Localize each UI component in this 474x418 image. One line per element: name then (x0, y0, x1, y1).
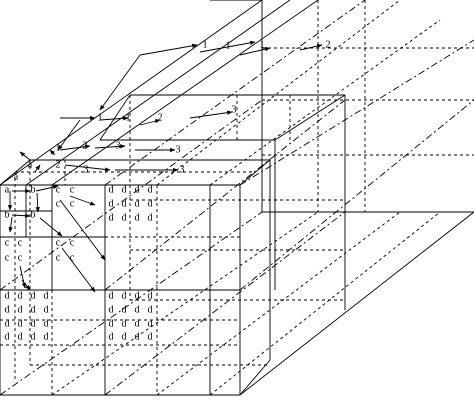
label-c: c (70, 185, 75, 196)
label-d: d (122, 332, 127, 343)
label-d: d (122, 319, 127, 330)
step-label-2: 2 (158, 113, 163, 124)
label-d: d (109, 319, 114, 330)
label-d: d (148, 332, 153, 343)
label-d: d (148, 305, 153, 316)
step-label-1: 1 (56, 143, 61, 154)
label-d: d (135, 199, 140, 210)
label-b: b (5, 210, 10, 221)
step-label-3: 3 (84, 165, 89, 176)
middle-block-hidden-grid (129, 95, 345, 301)
label-d: d (148, 199, 153, 210)
label-d: d (122, 185, 127, 196)
step-labels: 1 1 1 2 1 1 2 3 1 2 3 3 2 3 3 (56, 40, 331, 176)
label-d: d (31, 305, 36, 316)
label-d: d (31, 332, 36, 343)
label-d: d (135, 213, 140, 224)
label-d: d (18, 305, 23, 316)
label-d: d (109, 213, 114, 224)
back-block-hidden-grid (262, 0, 474, 212)
label-d: d (122, 291, 127, 302)
label-c: c (70, 238, 75, 249)
step-label-3: 3 (176, 145, 181, 156)
cell-labels: a a a b b b c c c c c c c c c c c c d d … (5, 160, 153, 343)
label-a: a (28, 160, 33, 171)
label-d: d (109, 185, 114, 196)
front-block (0, 159, 271, 396)
label-d: d (135, 185, 140, 196)
label-c: c (70, 199, 75, 210)
label-d: d (109, 305, 114, 316)
step-label-1: 1 (226, 41, 231, 52)
label-d: d (109, 291, 114, 302)
label-b: b (31, 185, 36, 196)
label-d: d (31, 291, 36, 302)
step-label-1: 1 (126, 113, 131, 124)
label-d: d (5, 305, 10, 316)
reference-arrows (7, 40, 323, 293)
label-d: d (109, 199, 114, 210)
label-d: d (148, 319, 153, 330)
label-d: d (122, 305, 127, 316)
label-d: d (18, 319, 23, 330)
label-c: c (70, 253, 75, 264)
step-label-2: 2 (326, 40, 331, 51)
label-d: d (44, 332, 49, 343)
label-b: b (31, 210, 36, 221)
label-d: d (135, 319, 140, 330)
perspective-lines (0, 0, 474, 396)
step-label-2: 2 (56, 160, 61, 171)
label-d: d (135, 332, 140, 343)
label-d: d (44, 319, 49, 330)
label-d: d (5, 319, 10, 330)
step-label-1: 1 (203, 40, 208, 51)
back-block (210, 0, 474, 213)
label-d: d (44, 305, 49, 316)
label-d: d (31, 319, 36, 330)
label-d: d (109, 332, 114, 343)
label-d: d (148, 185, 153, 196)
label-d: d (148, 213, 153, 224)
label-d: d (122, 213, 127, 224)
step-label-1: 1 (98, 113, 103, 124)
label-c: c (56, 238, 61, 249)
label-d: d (5, 332, 10, 343)
label-d: d (135, 305, 140, 316)
step-label-3: 3 (180, 165, 185, 176)
step-label-1: 1 (260, 40, 265, 51)
label-c: c (56, 253, 61, 264)
label-d: d (135, 291, 140, 302)
label-c: c (18, 253, 23, 264)
label-d: d (44, 291, 49, 302)
label-c: c (18, 238, 23, 249)
label-a: a (5, 185, 10, 196)
label-d: d (122, 199, 127, 210)
label-d: d (18, 332, 23, 343)
label-d: d (5, 291, 10, 302)
label-c: c (5, 238, 10, 249)
step-label-2: 2 (83, 141, 88, 152)
label-a: a (14, 172, 19, 183)
step-label-3: 3 (116, 141, 121, 152)
label-c: c (5, 253, 10, 264)
step-label-3: 3 (232, 105, 237, 116)
label-d: d (148, 291, 153, 302)
label-d: d (18, 291, 23, 302)
label-c: c (56, 185, 61, 196)
label-c: c (56, 199, 61, 210)
